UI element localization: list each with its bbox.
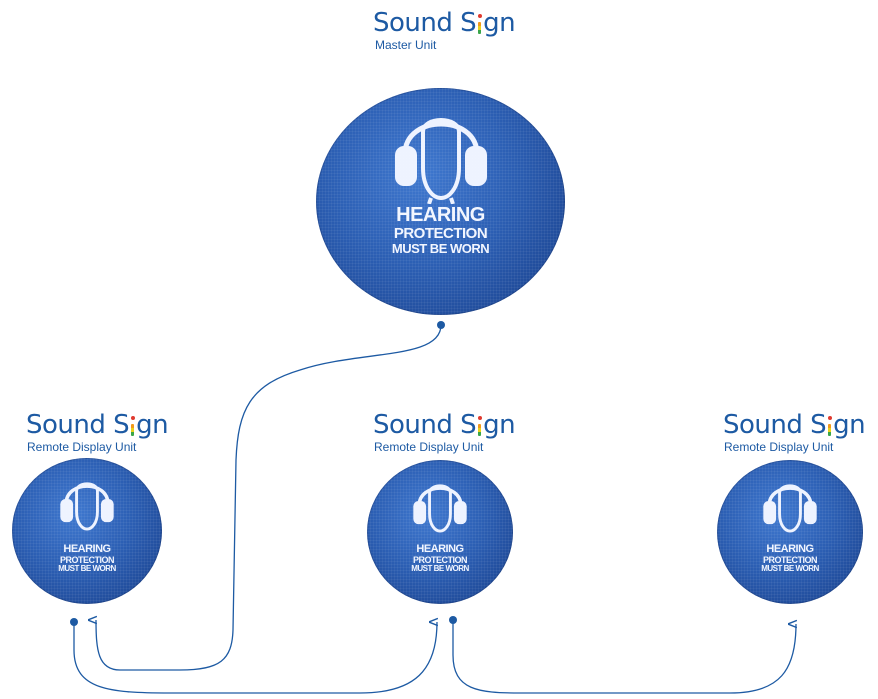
sign-caption: HEARING PROTECTION MUST BE WORN <box>391 204 490 256</box>
brand-logo: Sound Sign <box>373 410 516 440</box>
hearing-protection-sign: HEARING PROTECTION MUST BE WORN <box>367 460 513 604</box>
brand-logo: Sound Sign <box>373 8 516 38</box>
hearing-protection-sign: HEARING PROTECTION MUST BE WORN <box>717 460 863 604</box>
logo-i-mark: i <box>476 410 483 440</box>
hearing-protection-sign: HEARING PROTECTION MUST BE WORN <box>12 458 162 604</box>
ear-protection-head-icon <box>763 484 817 533</box>
unit-subtitle: Remote Display Unit <box>27 440 137 454</box>
sign-caption: HEARING PROTECTION MUST BE WORN <box>411 543 469 573</box>
unit-subtitle: Remote Display Unit <box>724 440 834 454</box>
sign-caption: HEARING PROTECTION MUST BE WORN <box>761 543 819 573</box>
link-remote-left-to-remote-middle <box>73 622 437 694</box>
link-master-to-remote-left <box>96 324 442 671</box>
brand-logo: Sound Sign <box>26 410 169 440</box>
ear-protection-head-icon <box>413 484 467 533</box>
hearing-protection-sign: HEARING PROTECTION MUST BE WORN <box>316 88 565 315</box>
connection-dot-icon <box>437 321 445 329</box>
ear-protection-head-icon <box>395 118 487 204</box>
sign-caption: HEARING PROTECTION MUST BE WORN <box>58 543 116 573</box>
brand-logo: Sound Sign <box>723 410 866 440</box>
ear-protection-head-icon <box>60 482 114 531</box>
connection-dot-icon <box>449 616 457 624</box>
logo-i-mark: i <box>129 410 136 440</box>
unit-subtitle: Master Unit <box>375 38 437 52</box>
connection-dot-icon <box>70 618 78 626</box>
logo-i-mark: i <box>826 410 833 440</box>
link-remote-middle-to-remote-right <box>452 620 796 694</box>
logo-i-mark: i <box>476 8 483 38</box>
unit-subtitle: Remote Display Unit <box>374 440 484 454</box>
